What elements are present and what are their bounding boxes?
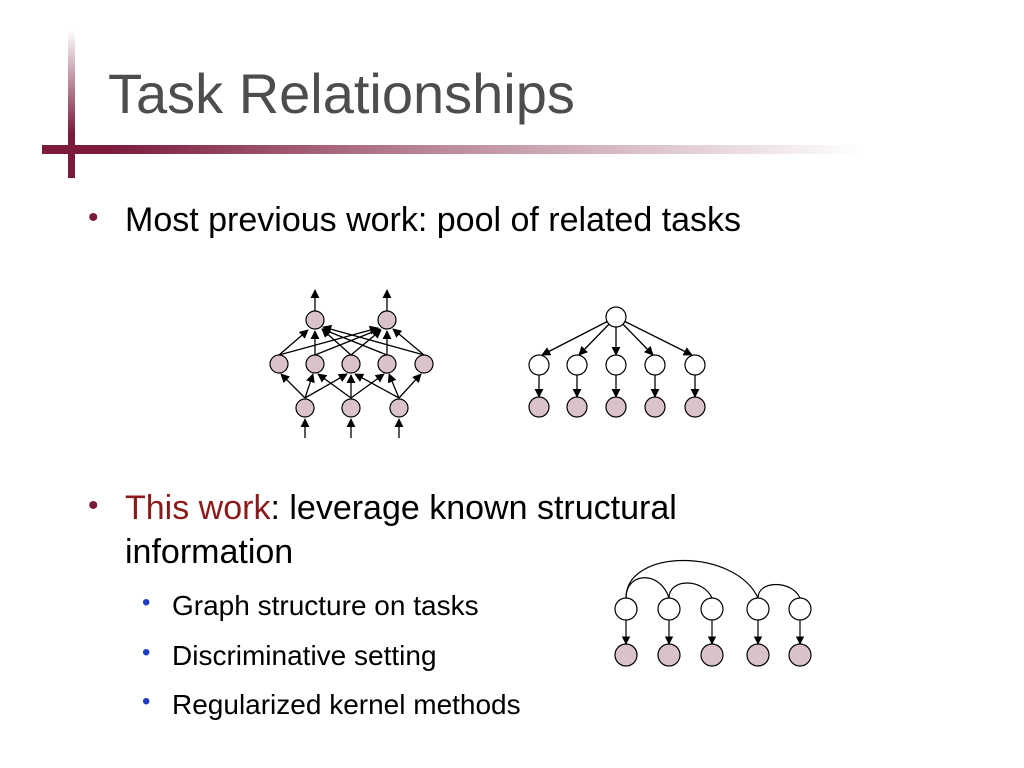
neural-network-diagram <box>269 289 434 438</box>
slide-title: Task Relationships <box>108 62 575 125</box>
bullet-previous-work-text: Most previous work: pool of related task… <box>125 201 742 239</box>
output-node <box>746 643 770 667</box>
output-node <box>528 396 550 418</box>
bullet-previous-work: • Most previous work: pool of related ta… <box>88 198 742 242</box>
sub-bullet-kernel-methods: • Regularized kernel methods <box>142 688 521 722</box>
this-work-highlight: This work <box>125 489 271 527</box>
output-node <box>700 643 724 667</box>
task-graph-diagram <box>614 560 812 667</box>
output-node <box>614 643 638 667</box>
hidden-node <box>414 354 434 374</box>
output-node <box>684 396 706 418</box>
sub-bullet-text: Discriminative setting <box>172 640 437 671</box>
output-node <box>644 396 666 418</box>
output-node <box>305 310 325 330</box>
task-node <box>566 354 588 376</box>
output-node <box>788 643 812 667</box>
output-node <box>566 396 588 418</box>
sub-bullet-text: Regularized kernel methods <box>172 689 521 720</box>
output-node <box>657 643 681 667</box>
task-node <box>788 597 812 621</box>
this-work-text: : leverage known structural <box>270 489 677 527</box>
bullet-marker: • <box>88 489 99 522</box>
title-accent-vertical-bar <box>68 30 75 178</box>
hidden-node <box>305 354 325 374</box>
sub-bullet-text: Graph structure on tasks <box>172 590 479 621</box>
title-accent-horizontal-bar <box>42 145 862 154</box>
input-node <box>389 398 409 418</box>
task-node <box>700 597 724 621</box>
input-node <box>295 398 315 418</box>
bullet-this-work: • This work: leverage known structural i… <box>88 486 677 574</box>
sub-bullet-marker: • <box>142 688 151 715</box>
sub-bullet-marker: • <box>142 639 151 666</box>
sub-bullet-marker: • <box>142 589 151 616</box>
hidden-node <box>269 354 289 374</box>
task-node <box>644 354 666 376</box>
hierarchical-prior-diagram <box>528 306 706 418</box>
bullet-marker: • <box>88 201 99 234</box>
task-node <box>657 597 681 621</box>
task-node <box>684 354 706 376</box>
sub-bullet-graph-structure: • Graph structure on tasks <box>142 589 479 623</box>
hidden-node <box>341 354 361 374</box>
input-node <box>341 398 361 418</box>
sub-bullet-discriminative: • Discriminative setting <box>142 639 437 673</box>
this-work-text-line2: information <box>125 533 294 572</box>
task-node <box>614 597 638 621</box>
output-node <box>377 310 397 330</box>
hidden-node <box>377 354 397 374</box>
task-node <box>528 354 550 376</box>
task-node <box>746 597 770 621</box>
root-node <box>605 306 627 328</box>
task-node <box>605 354 627 376</box>
output-node <box>605 396 627 418</box>
